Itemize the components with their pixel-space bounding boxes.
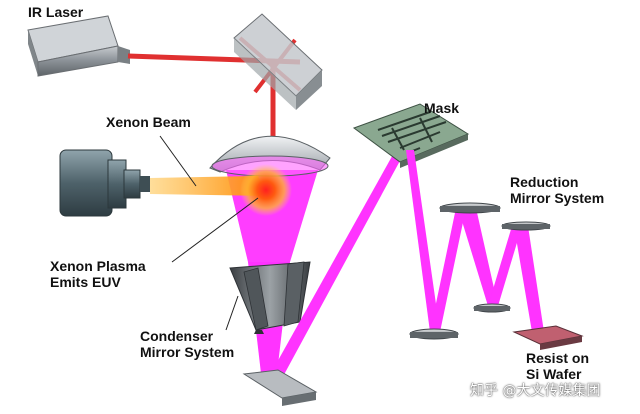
watermark: 知乎 @大文传媒集团 <box>470 383 601 399</box>
condenser-label-line2: Mirror System <box>140 344 235 360</box>
si-wafer <box>512 325 584 350</box>
xenon-plasma <box>240 164 292 216</box>
resist-label-line1: Resist on <box>526 350 590 366</box>
condenser-mirror-system <box>229 261 311 334</box>
laser-fold-mirror <box>233 13 323 110</box>
xenon-plasma-label-line1: Xenon Plasma <box>50 258 146 274</box>
euv-reduction-path <box>406 150 544 332</box>
ir-laser-device <box>27 15 130 77</box>
reduction-label-line1: Reduction <box>510 174 579 190</box>
xenon-gas-jet <box>150 176 268 196</box>
mask-device <box>352 103 470 168</box>
label-leader-lines <box>159 135 259 331</box>
xenon-plasma-label-line2: Emits EUV <box>50 274 121 290</box>
ir-laser-label: IR Laser <box>28 4 84 20</box>
fold-mirror <box>242 369 318 406</box>
xenon-beam-label: Xenon Beam <box>106 114 191 130</box>
condenser-label-line1: Condenser <box>140 328 214 344</box>
euv-beam-to-mask <box>266 142 408 382</box>
xenon-nozzle <box>59 149 150 217</box>
resist-label-line2: Si Wafer <box>526 366 582 382</box>
mask-label: Mask <box>424 100 460 116</box>
reduction-label-line2: Mirror System <box>510 190 605 206</box>
reduction-mirror-system <box>409 202 551 340</box>
